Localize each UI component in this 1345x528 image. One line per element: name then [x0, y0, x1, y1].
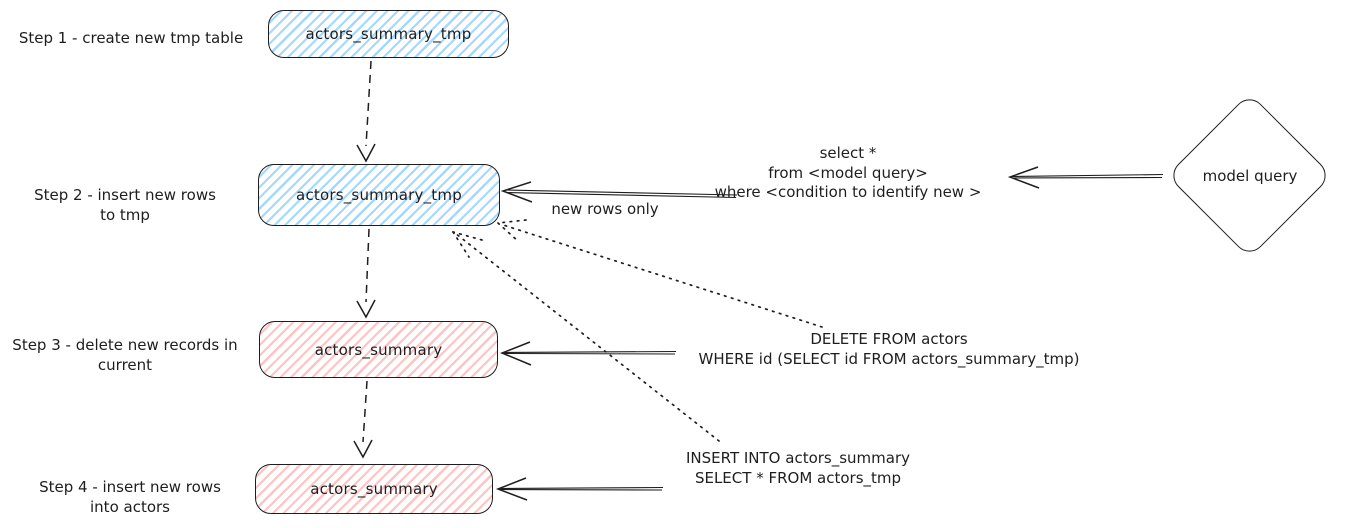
- select-query-line2: from <model query>: [768, 163, 928, 182]
- step1-label-line1: Step 1 - create new tmp table: [18, 29, 244, 47]
- node-actors-summary-tmp-step1-label: actors_summary_tmp: [305, 25, 472, 43]
- arrow-step2-to-step3: [356, 228, 376, 319]
- step2-label: Step 2 - insert new rows to tmp: [34, 185, 216, 225]
- new-rows-only-text: new rows only: [551, 200, 659, 218]
- select-query-line1: select *: [819, 144, 877, 162]
- node-actors-summary-tmp-step2: actors_summary_tmp: [258, 164, 500, 226]
- node-actors-summary-step3-label: actors_summary: [314, 340, 443, 359]
- node-actors-summary-tmp-step2-label: actors_summary_tmp: [296, 186, 462, 204]
- step4-label-line1: Step 4 - insert new rows: [39, 478, 221, 496]
- arrow-delete-query-to-summary: [499, 341, 677, 366]
- step4-label-line2: into actors: [90, 498, 170, 516]
- node-model-query-label: model query: [1202, 167, 1298, 185]
- arrow-insert-query-to-summary: [495, 477, 664, 501]
- step2-label-line1: Step 2 - insert new rows: [34, 186, 216, 204]
- step3-label: Step 3 - delete new records in current: [12, 335, 237, 375]
- arrow-delete-ref-to-tmp: [497, 219, 823, 328]
- arrow-step1-to-step2: [356, 60, 376, 163]
- step4-label: Step 4 - insert new rows into actors: [39, 477, 221, 517]
- arrow-step3-to-step4: [353, 380, 373, 459]
- insert-query-line1: INSERT INTO actors_summary: [685, 449, 911, 467]
- insert-query-line2: SELECT * FROM actors_tmp: [694, 468, 902, 487]
- arrow-insert-ref-to-tmp: [452, 231, 720, 442]
- delete-query-annotation: DELETE FROM actors WHERE id (SELECT id F…: [699, 330, 1080, 369]
- step1-label: Step 1 - create new tmp table: [19, 28, 243, 48]
- insert-query-annotation: INSERT INTO actors_summary SELECT * FROM…: [686, 449, 910, 488]
- new-rows-only-label: new rows only: [551, 199, 658, 219]
- step3-label-line1: Step 3 - delete new records in: [12, 336, 238, 354]
- select-query-annotation: select * from <model query> where <condi…: [715, 144, 982, 203]
- node-actors-summary-step3: actors_summary: [259, 321, 498, 378]
- select-query-line3: where <condition to identify new >: [714, 183, 982, 201]
- arrow-model-query-to-select: [1007, 166, 1164, 189]
- step3-label-line2: current: [97, 356, 153, 374]
- node-actors-summary-step4-label: actors_summary: [310, 480, 438, 498]
- node-actors-summary-step4: actors_summary: [255, 464, 493, 514]
- step2-label-line2: to tmp: [100, 206, 150, 224]
- delete-query-line2: WHERE id (SELECT id FROM actors_summary_…: [698, 349, 1080, 368]
- arrow-select-query-to-tmp: [500, 181, 738, 203]
- node-actors-summary-tmp-step1: actors_summary_tmp: [268, 10, 509, 58]
- delete-query-line1: DELETE FROM actors: [810, 330, 968, 348]
